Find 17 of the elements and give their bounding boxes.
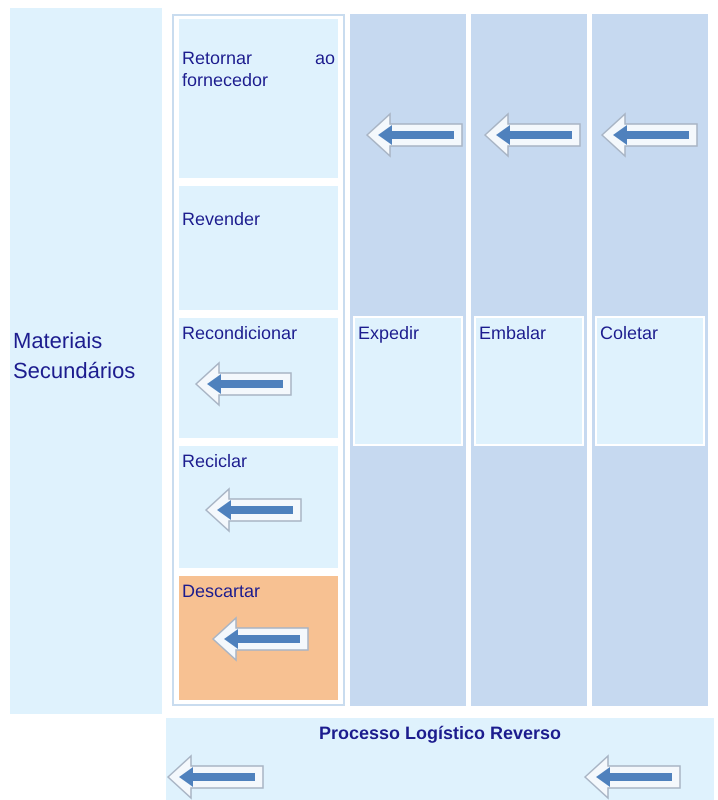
step-box	[474, 316, 584, 446]
node-label: Descartar	[182, 580, 262, 602]
step-box	[595, 316, 705, 446]
node-label: Reciclar	[182, 450, 248, 472]
node-label: Revender	[182, 208, 262, 230]
node-label: Materiais Secundários	[13, 327, 136, 385]
band-title: Processo Logístico Reverso	[318, 722, 562, 744]
node-label: Retornar ao fornecedor	[182, 47, 335, 91]
node-label: Expedir	[358, 322, 420, 344]
step-box	[353, 316, 463, 446]
node-label: Embalar	[479, 322, 548, 344]
process-band	[166, 718, 714, 800]
category-band	[10, 8, 162, 714]
node-label: Recondicionar	[182, 322, 298, 344]
node-label: Coletar	[600, 322, 660, 344]
option-box	[177, 184, 340, 312]
option-box	[177, 17, 340, 180]
